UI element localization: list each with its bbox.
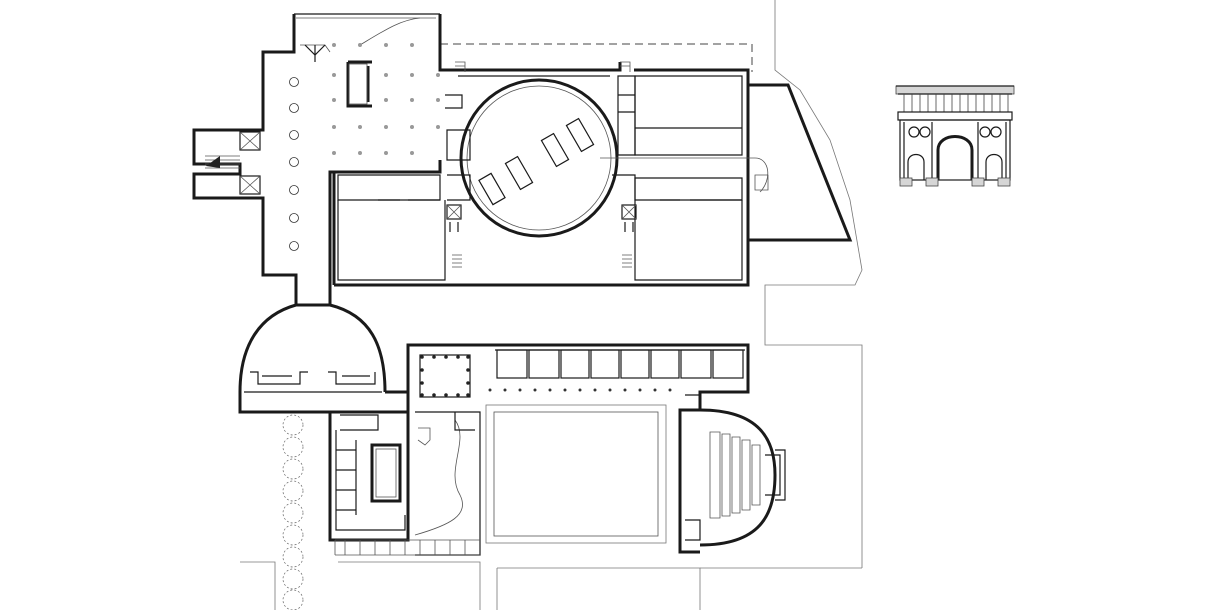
site-trees [282, 414, 304, 610]
colonnade [488, 388, 672, 392]
auditorium [699, 408, 786, 547]
south-arcade [334, 539, 480, 556]
apse-hall [238, 303, 410, 414]
courtyard-wing [328, 343, 750, 556]
west-stair [205, 155, 240, 169]
covered-walkway [439, 20, 753, 72]
rotunda-tables [478, 117, 595, 206]
site-boundary-lines [240, 0, 863, 610]
auditorium-seating [709, 431, 761, 519]
cloister [419, 354, 471, 398]
rotunda-wing [332, 61, 853, 287]
triumphal-arch-elevation-icon [895, 85, 1015, 187]
reception-desk [346, 60, 372, 108]
lobby-grid-dots [332, 43, 440, 155]
south-offices [496, 349, 744, 379]
open-court [485, 404, 667, 544]
lobby-columns [289, 77, 299, 251]
entry-lobby [192, 13, 455, 307]
